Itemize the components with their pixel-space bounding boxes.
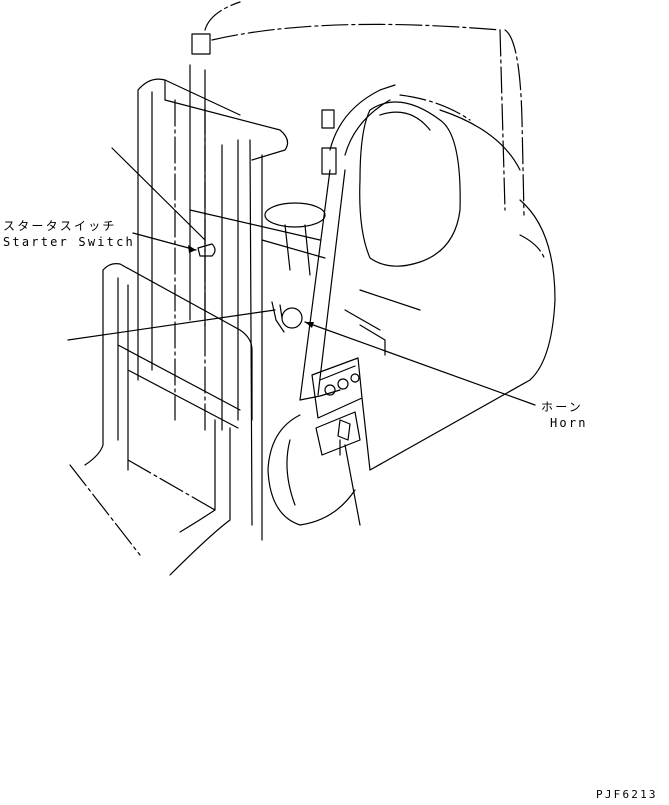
horn-arrowhead [305, 322, 314, 328]
front-wheel [267, 414, 356, 526]
figure-code: PJF6213 [596, 788, 658, 801]
starter-arrowhead [188, 245, 196, 253]
roof-lamp-right [321, 147, 337, 175]
mast-rail [174, 99, 206, 431]
panel-knob-3 [350, 373, 360, 383]
roof-lamp-left [191, 33, 211, 55]
panel-knob-1 [324, 384, 336, 396]
body-dash [399, 94, 546, 261]
steering-column [189, 209, 326, 276]
leader-panel [344, 444, 361, 526]
starter-switch-label-jp: スタータスイッチ [3, 219, 117, 233]
steering-wheel [264, 202, 326, 228]
truck-body [344, 109, 556, 471]
operator-seat [359, 101, 461, 267]
leader-upper [111, 147, 206, 241]
leader-starter-switch [132, 232, 197, 251]
control-panel [299, 357, 363, 456]
horn-label-en: Horn [550, 416, 588, 430]
mast-frame [137, 64, 289, 541]
horn-bracket [271, 301, 285, 333]
overhead-guard [204, 1, 525, 216]
starter-switch-label-en: Starter Switch [3, 235, 135, 249]
leader-horn [304, 321, 536, 406]
leader-left [67, 309, 276, 341]
fork-base [69, 459, 216, 556]
horn-label-jp: ホーン [541, 400, 584, 414]
panel-bracket [339, 397, 371, 471]
horn-unit [281, 307, 303, 329]
fork-carriage [84, 263, 253, 576]
panel-knob-2 [337, 378, 349, 390]
roof-lamp-mid [321, 109, 335, 129]
starter-switch-key [197, 243, 216, 257]
rear-pillar [299, 84, 396, 401]
